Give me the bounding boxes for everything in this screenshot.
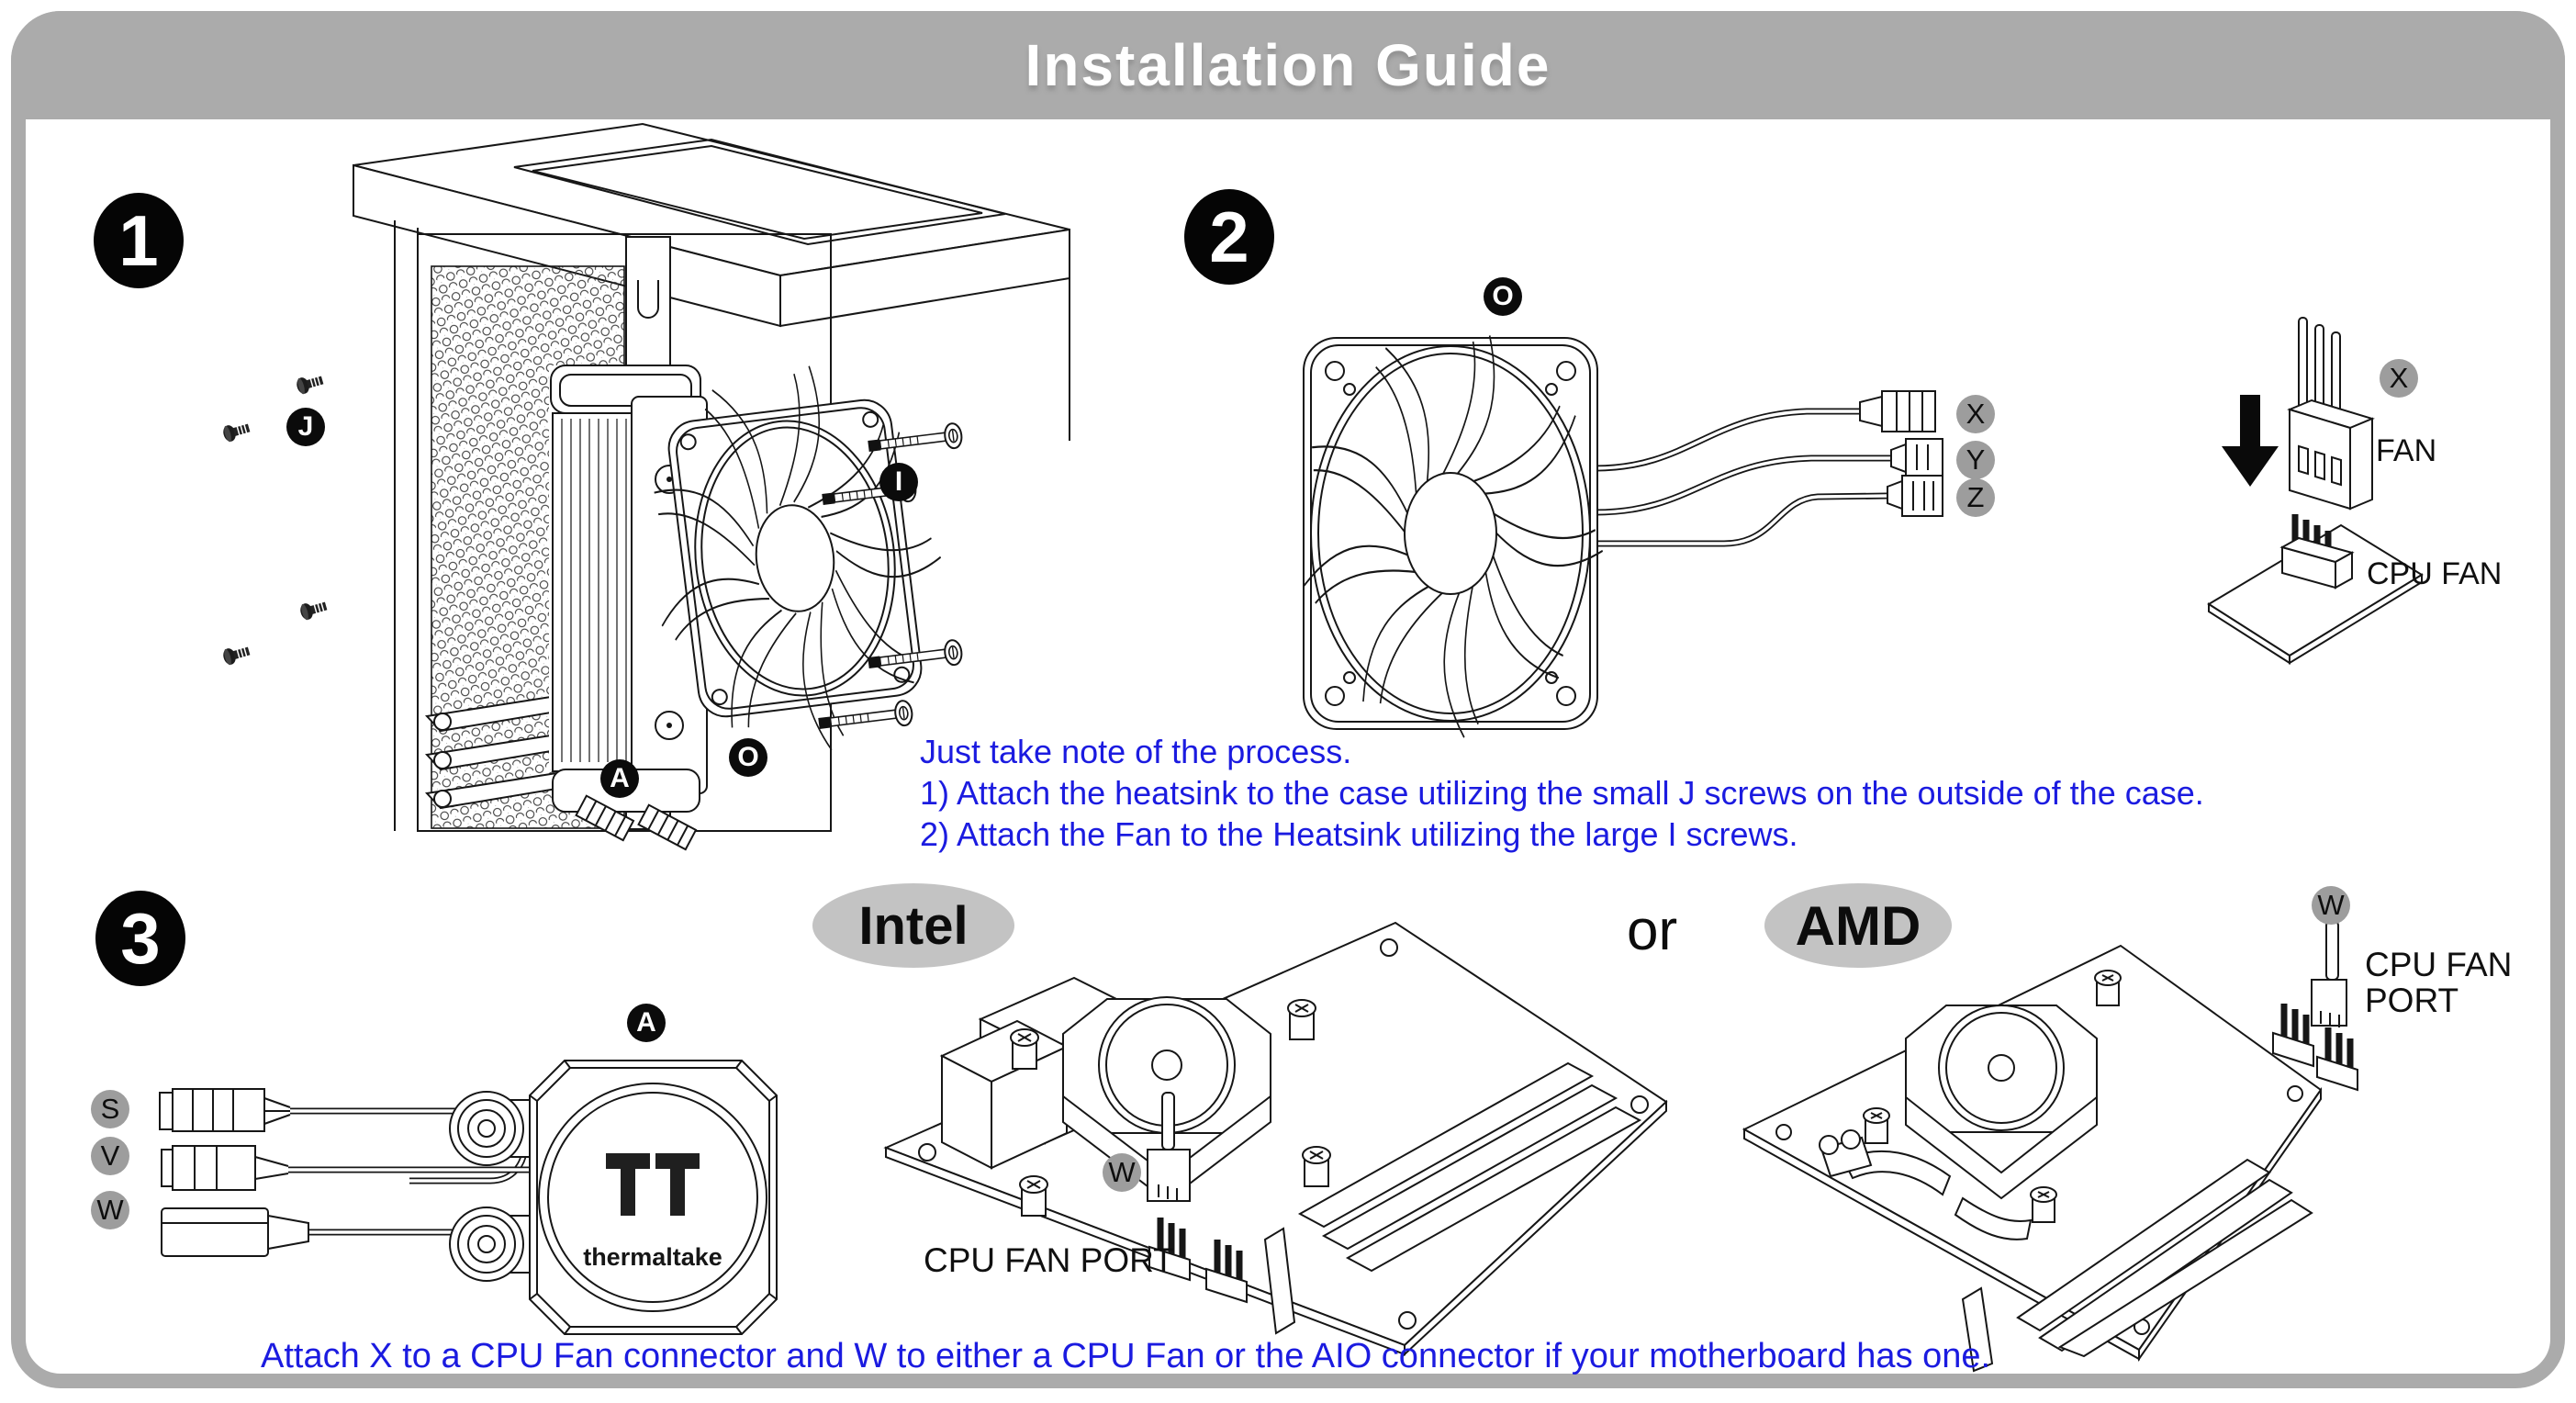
footer-note: Attach X to a CPU Fan connector and W to… bbox=[261, 1337, 1991, 1375]
pump-brand-label: thermaltake bbox=[583, 1243, 722, 1271]
note-line-3: 2) Attach the Fan to the Heatsink utiliz… bbox=[920, 815, 1798, 853]
cable-s-badge: S bbox=[91, 1090, 129, 1128]
screw-i-badge: I bbox=[879, 463, 918, 501]
amd-w-badge: W bbox=[2312, 886, 2350, 925]
pump-a-badge: A bbox=[627, 1004, 666, 1042]
cable-v-badge: V bbox=[91, 1137, 129, 1175]
radiator-a-badge: A bbox=[600, 759, 639, 798]
case-radiator-fan-illustration bbox=[220, 122, 1070, 851]
cable-y-badge: Y bbox=[1956, 441, 1995, 479]
fan-icon bbox=[653, 365, 944, 754]
screw-j-badge: J bbox=[286, 408, 325, 446]
down-arrow-icon bbox=[2222, 395, 2279, 487]
pump-cables-illustration: thermaltake bbox=[159, 1060, 778, 1335]
amd-label-ellipse: AMD bbox=[1764, 883, 1952, 968]
header-bar: Installation Guide bbox=[11, 11, 2565, 119]
tt-logo-icon bbox=[606, 1153, 700, 1216]
note-line-1: Just take note of the process. bbox=[920, 733, 1352, 770]
connector-x-badge: X bbox=[2380, 359, 2418, 398]
fan-o-badge-step2: O bbox=[1484, 277, 1522, 316]
fan-o-badge-step1: O bbox=[729, 738, 767, 777]
intel-motherboard-illustration bbox=[883, 921, 1668, 1357]
amd-cpu-fan-label: CPU FAN bbox=[2365, 946, 2513, 983]
fan-connector-illustration bbox=[2207, 317, 2424, 665]
step-2-badge: 2 bbox=[1184, 189, 1274, 285]
page-title: Installation Guide bbox=[1025, 32, 1551, 98]
cable-x-badge: X bbox=[1956, 395, 1995, 433]
fan-cables-illustration bbox=[1299, 334, 1943, 741]
intel-w-badge: W bbox=[1103, 1153, 1141, 1192]
amd-label: AMD bbox=[1795, 894, 1921, 957]
note-line-2: 1) Attach the heatsink to the case utili… bbox=[920, 774, 2204, 812]
cpu-fan-label: CPU FAN bbox=[2367, 556, 2503, 591]
amd-motherboard-illustration bbox=[1742, 920, 2358, 1373]
step-2-number: 2 bbox=[1209, 196, 1249, 277]
intel-label-ellipse: Intel bbox=[812, 883, 1014, 968]
cable-z-badge: Z bbox=[1956, 478, 1995, 517]
process-notes: Just take note of the process. 1) Attach… bbox=[920, 731, 2204, 855]
or-label: or bbox=[1627, 899, 1678, 962]
intel-label: Intel bbox=[858, 895, 969, 956]
cable-w-badge: W bbox=[91, 1191, 129, 1229]
amd-port-label: PORT bbox=[2365, 982, 2459, 1019]
step-1-badge: 1 bbox=[94, 193, 184, 288]
fan-label: FAN bbox=[2376, 433, 2437, 468]
step-3-badge: 3 bbox=[95, 891, 185, 986]
step-1-number: 1 bbox=[118, 199, 159, 281]
step-3-number: 3 bbox=[120, 897, 161, 979]
intel-cpu-fan-port-label: CPU FAN PORT bbox=[924, 1241, 1174, 1279]
